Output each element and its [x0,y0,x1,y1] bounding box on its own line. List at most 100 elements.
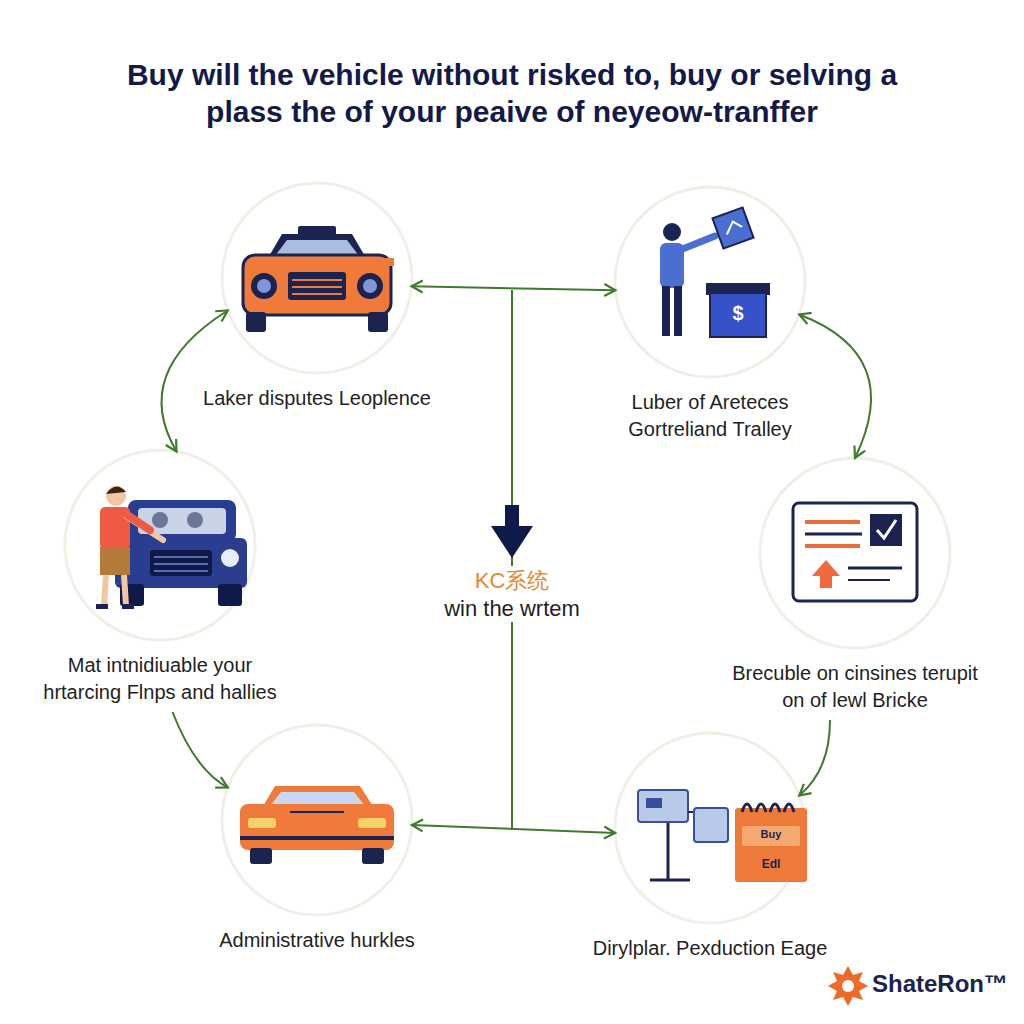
jeep-icon-part [106,486,126,494]
flow-arrow [173,712,228,788]
voter-icon-part [710,293,766,337]
circle-node: Dirylplar. Pexduction Eage [560,733,860,962]
signpost-calendar-icon-part [638,790,688,822]
circle-rings [65,183,950,923]
circle-node: Brecuble on cinsines terupit on of lewl … [730,458,980,714]
center-line [491,290,533,830]
document-icon-part [848,567,902,570]
circle-slot [222,183,412,373]
taxi-icon-part [363,279,377,293]
voter-icon-part-part [712,207,753,248]
flow-arrow [799,314,871,458]
node-caption: Laker disputes Leoplence [187,385,447,412]
signpost-calendar-icon-part [650,879,690,882]
sedan-icon-part [248,818,276,828]
circle-rings-part [760,458,950,648]
sedan-icon-part [358,818,386,828]
jeep-icon-part [100,547,130,575]
signpost-calendar-icon-part [742,826,800,846]
taxi-icon-part [368,312,388,332]
jeep-icon-part [187,512,203,528]
flow-arrow [162,310,228,451]
center-line-part [511,290,513,830]
logo-mark [828,966,868,1006]
document-icon-part [805,544,860,548]
jeep-icon-part [122,604,134,609]
jeep-icon-part [115,538,247,588]
document-icon [793,503,917,601]
voter-icon-part [680,236,715,250]
document-icon-part [793,503,917,601]
text-label: $ [732,302,743,325]
taxi-icon-part [251,273,277,299]
taxi-icon-part [292,293,342,295]
node-caption: Luber of Areteces Gortreliand Tralley [580,389,840,443]
taxi-icon-part [246,312,266,332]
jeep-icon-part [218,584,242,606]
voter-icon-part [674,286,682,336]
signpost-calendar-icon-part [742,804,794,812]
flow-arrow [799,720,830,796]
text-label: Edl [762,857,781,871]
sedan-icon-part [240,836,394,840]
jeep-icon-part [106,486,126,506]
jeep-icon-part [96,604,108,609]
jeep-icon-part [154,570,208,572]
flow-arrow [412,825,615,833]
diagram-title: Buy will the vehicle without risked to, … [92,56,932,130]
jeep-icon-part [221,549,239,567]
jeep-icon-part [154,563,208,565]
text-label: Buy [761,828,782,840]
signpost-calendar-icon-part [694,808,728,842]
document-icon-part [812,560,840,588]
sedan-icon-part [362,848,384,864]
taxi-icon-part [288,272,346,300]
logo-mark-part [842,980,854,992]
circle-node: Luber of Areteces Gortreliand Tralley [580,187,840,443]
jeep-icon-part [128,500,236,542]
taxi-icon-part [243,255,391,315]
node-caption: Administrative hurkles [177,927,457,954]
jeep-icon-part [104,575,106,606]
taxi-icon-part [257,279,271,293]
taxi-icon-part [292,286,342,288]
text-label: win the wrtem [441,596,583,622]
signpost-calendar-icon [638,790,807,882]
taxi-icon-part [357,273,383,299]
voter-icon-part [663,223,681,241]
jeep-icon-part [150,550,212,576]
circle-rings-part [615,187,805,377]
circle-slot [222,725,412,915]
circle-slot [65,450,255,640]
circle-rings-part [222,183,412,373]
circle-slot [760,458,950,648]
jeep-icon-part [123,512,150,530]
circle-slot [615,187,805,377]
flow-arrow [412,286,616,290]
text-label: ShateRon™ [872,970,1008,998]
voter-icon-part [662,286,670,336]
sedan-icon-part [240,804,394,850]
center-line-part [491,505,533,558]
sedan-icon-part [290,811,344,813]
circle-rings-part [222,725,412,915]
circle-node: Laker disputes Leoplence [187,183,447,412]
logo-mark-part [828,966,868,1006]
sedan-icon-part [270,792,365,806]
text-label: KC系统 [472,566,553,596]
document-icon-part [877,520,896,538]
taxi-icon [243,226,394,332]
node-caption: Dirylplar. Pexduction Eage [560,935,860,962]
document-icon-part [848,579,890,581]
node-caption: Mat intnidiuable your hrtarcing Flnps an… [35,652,285,706]
document-icon-part [870,514,902,546]
taxi-icon-part [384,258,394,266]
signpost-calendar-icon-part [646,798,662,808]
jeep-icon [96,486,247,609]
document-icon-part [805,533,862,536]
jeep-icon-part [152,512,168,528]
sedan-icon-part [250,848,272,864]
jeep-icon-part [124,575,126,606]
